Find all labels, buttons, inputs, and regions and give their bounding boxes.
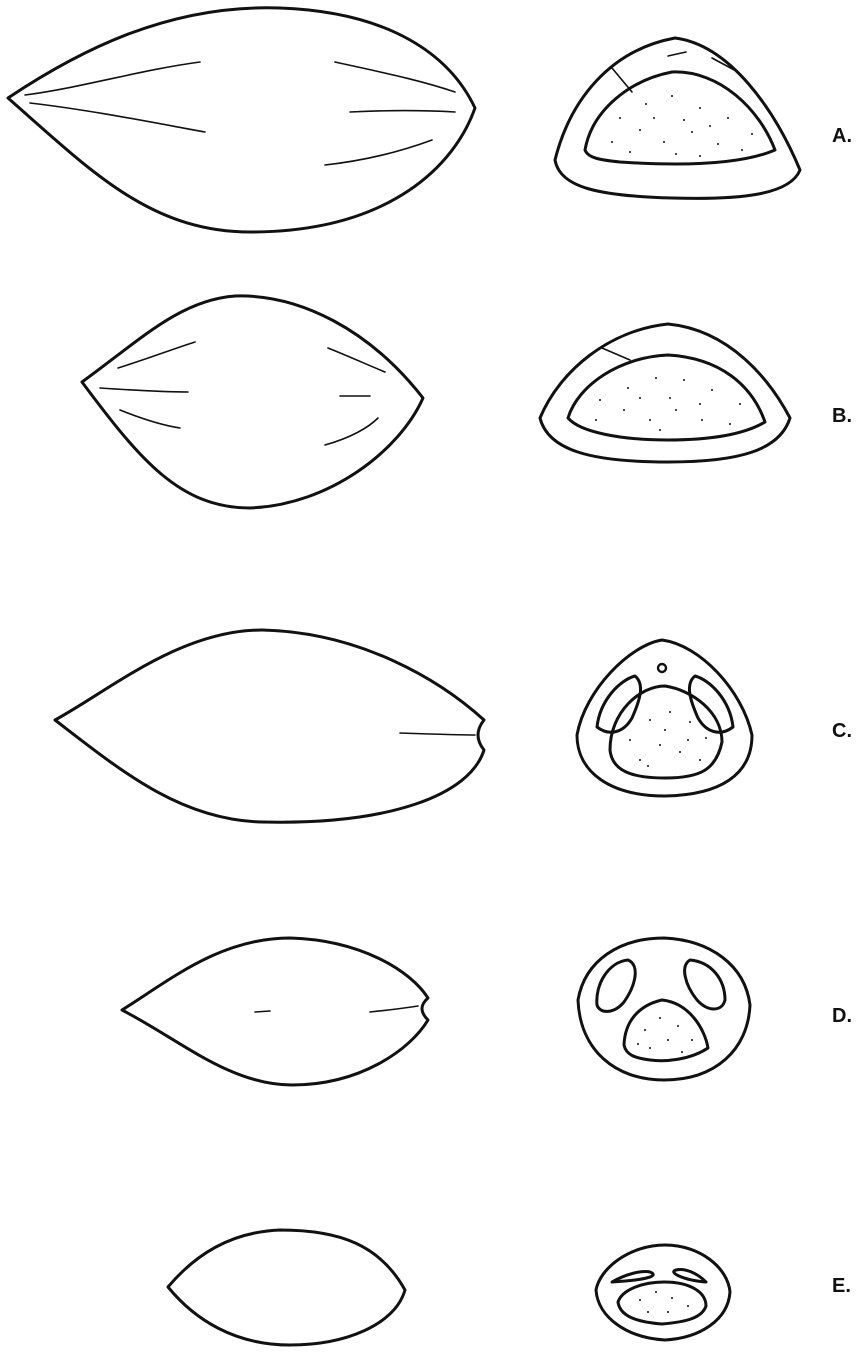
seed-cross-section-a	[555, 38, 800, 198]
seed-side-view-c	[55, 630, 484, 822]
seed-cross-section-c	[577, 640, 752, 796]
row-label-d: D.	[832, 1005, 852, 1028]
seed-side-view-e	[168, 1230, 405, 1345]
row-label-e: E.	[832, 1275, 851, 1298]
row-label-c: C.	[832, 720, 852, 743]
seed-cross-section-e	[596, 1245, 730, 1340]
seed-side-view-a	[8, 8, 475, 232]
row-label-b: B.	[832, 405, 852, 428]
row-label-a: A.	[832, 125, 852, 148]
seed-side-view-b	[82, 296, 423, 508]
seed-side-view-d	[122, 938, 428, 1085]
seed-cross-section-d	[578, 938, 750, 1080]
seed-cross-section-b	[540, 324, 790, 462]
